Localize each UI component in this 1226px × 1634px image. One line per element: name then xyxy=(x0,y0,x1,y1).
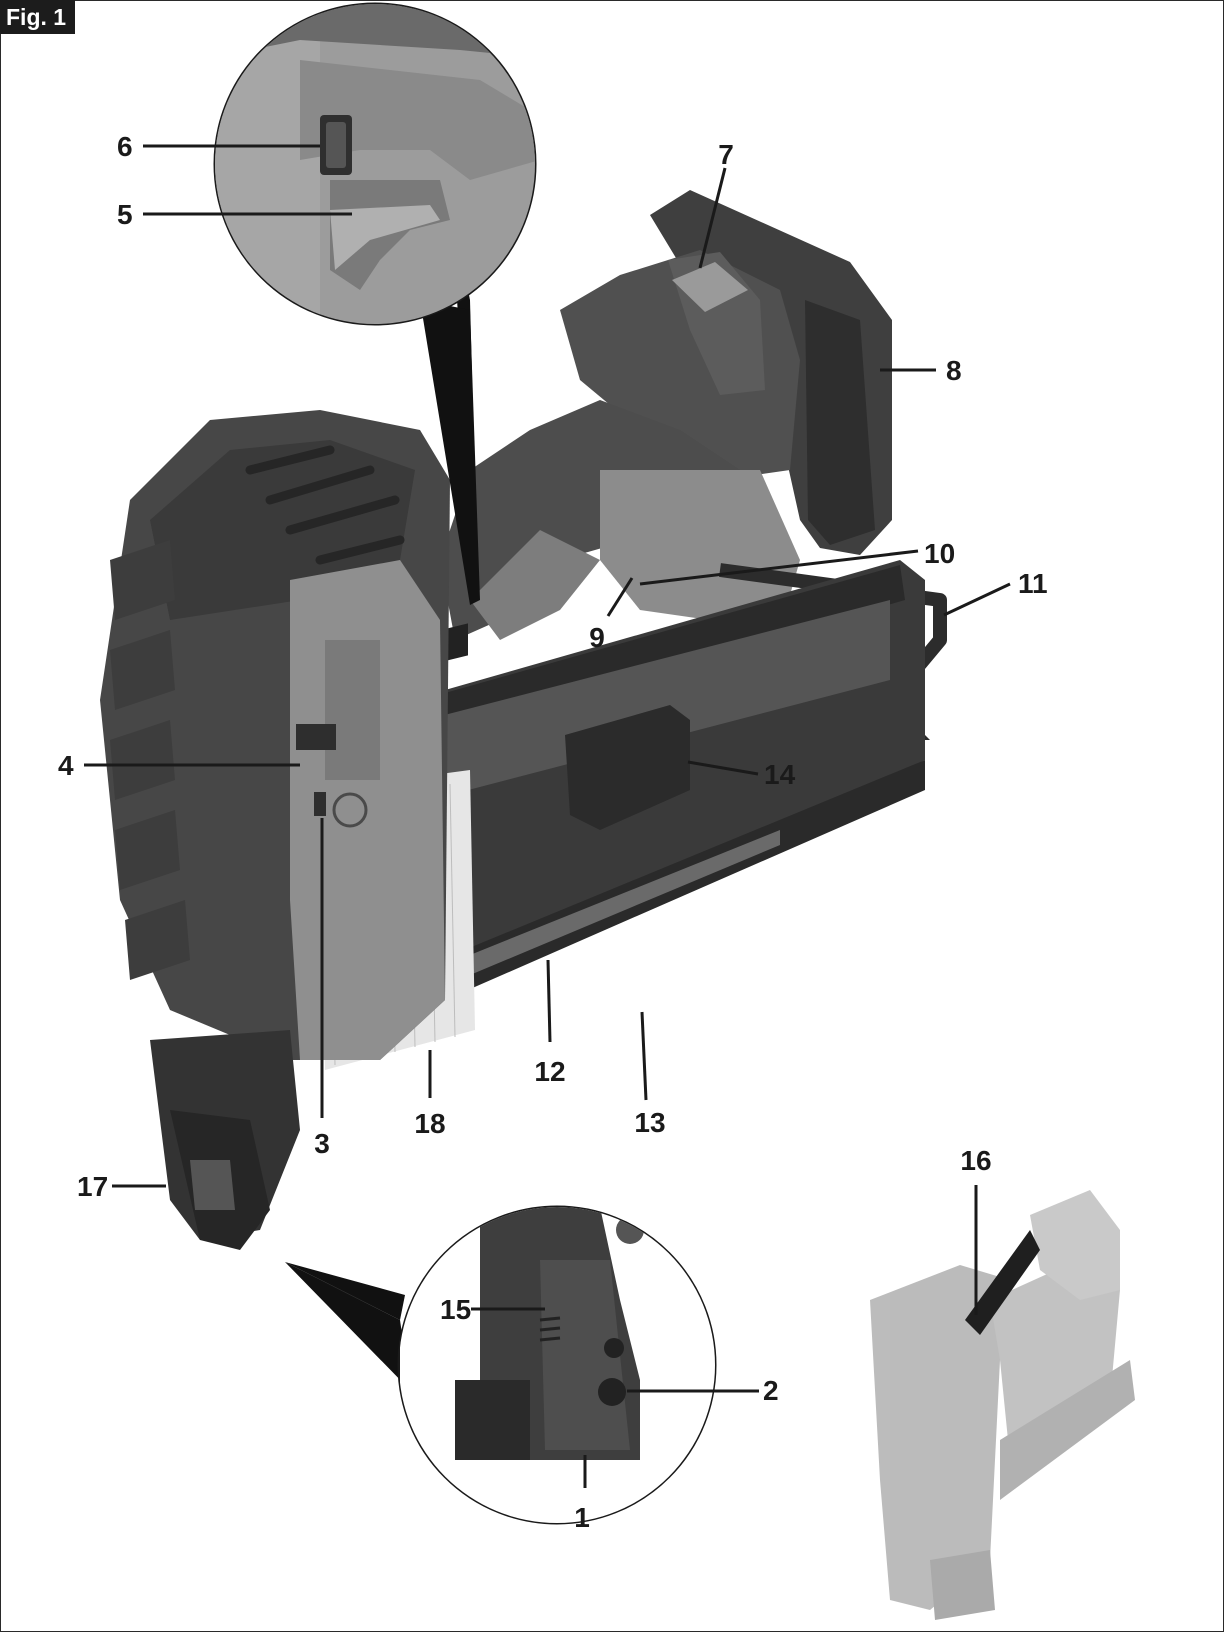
callout-12: 12 xyxy=(534,1056,565,1087)
callout-13: 13 xyxy=(634,1107,665,1138)
brand-logo-area xyxy=(325,640,380,780)
depth-adjust-knob-detail xyxy=(604,1338,624,1358)
callout-7: 7 xyxy=(718,139,734,170)
callout-labels: 1 2 3 4 5 6 7 8 9 10 11 12 13 14 15 16 1… xyxy=(58,131,1048,1533)
callout-4: 4 xyxy=(58,750,74,781)
callout-2: 2 xyxy=(763,1375,779,1406)
callout-10: 10 xyxy=(924,538,955,569)
callout-14: 14 xyxy=(764,759,796,790)
brand-emblem xyxy=(332,792,368,828)
callout-9: 9 xyxy=(589,622,605,653)
callout-3: 3 xyxy=(314,1128,330,1159)
jam-release-button xyxy=(314,792,326,816)
hanger-hook-inset xyxy=(870,1190,1135,1620)
detail-lens-depth-adjust xyxy=(285,1205,717,1525)
detail-lens-trigger xyxy=(213,2,537,605)
battery-release-button xyxy=(672,262,748,312)
callout-6: 6 xyxy=(117,131,133,162)
callout-1: 1 xyxy=(574,1502,590,1533)
callout-17: 17 xyxy=(77,1171,108,1202)
callout-8: 8 xyxy=(946,355,962,386)
callout-5: 5 xyxy=(117,199,133,230)
figure-tag: Fig. 1 xyxy=(0,0,76,34)
callout-11: 11 xyxy=(1018,568,1048,599)
mode-selector-switch xyxy=(296,724,336,750)
handle-grip-inset xyxy=(965,1230,1040,1335)
handle xyxy=(440,400,800,640)
vent-slots xyxy=(245,445,405,565)
nailer-main-drawing xyxy=(100,190,947,1250)
battery-interface xyxy=(600,470,800,630)
nose-assembly xyxy=(150,1030,300,1250)
callout-16: 16 xyxy=(960,1145,991,1176)
leader-lines xyxy=(84,144,1011,1488)
battery-pack xyxy=(560,190,892,555)
callout-15: 15 xyxy=(440,1294,471,1325)
callout-18: 18 xyxy=(414,1108,445,1139)
motor-housing xyxy=(100,410,450,1060)
nail-pusher xyxy=(565,705,690,830)
